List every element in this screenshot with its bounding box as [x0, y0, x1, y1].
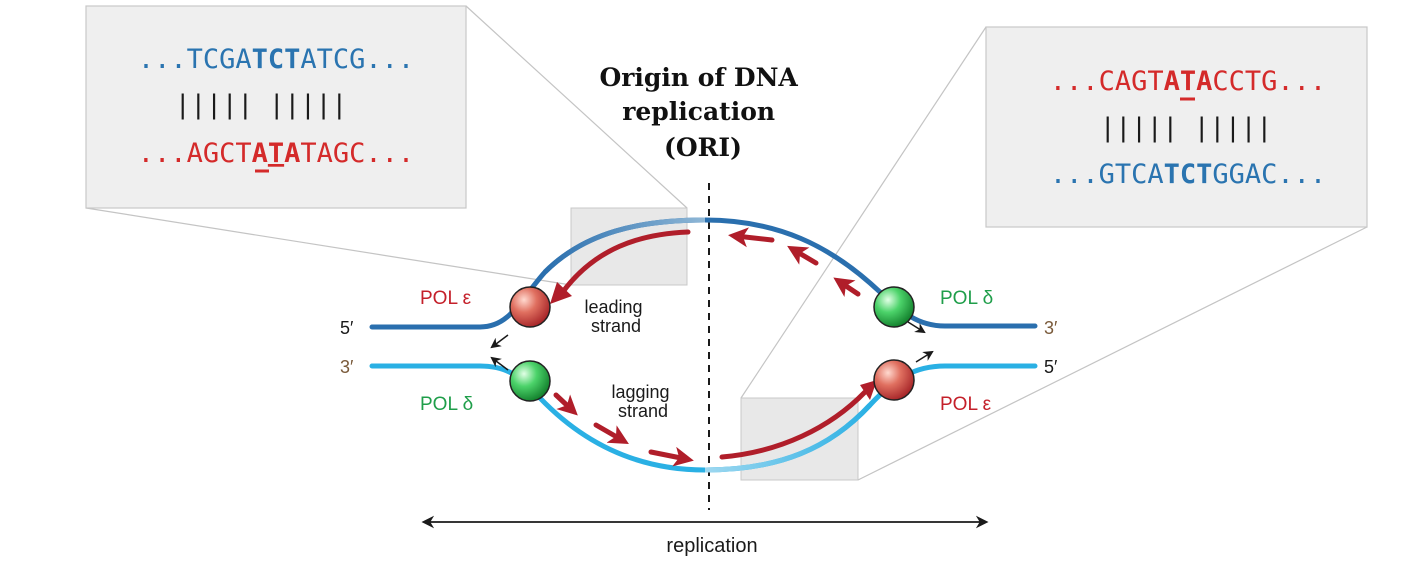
end-label-bottom-right: 5′: [1044, 357, 1058, 377]
leading-strand-label: leading strand: [584, 297, 647, 336]
pol-delta-left-icon: [509, 360, 551, 402]
leading-strand-new-right: [719, 389, 868, 460]
sequence-box-left: [85, 5, 467, 209]
pol-epsilon-left-label: POL ε: [420, 288, 472, 309]
pol-delta-left-label: POL δ: [420, 394, 473, 415]
replication-label: replication: [666, 535, 757, 557]
left-top-sequence: ...TCGATCTATCG...: [138, 44, 414, 75]
pol-delta-right-label: POL δ: [940, 288, 993, 309]
leading-strand-arrowhead-right: [860, 380, 877, 400]
fork-direction-arrows: [490, 321, 934, 371]
okazaki-fragments-left: [553, 392, 694, 467]
leading-strand-new: [559, 229, 691, 296]
right-bottom-sequence: ...GTCATCTGGAC...: [1050, 159, 1326, 190]
okazaki-fragments-right: [728, 227, 861, 297]
pol-delta-right-icon: [873, 286, 915, 328]
top-strand: [369, 217, 1038, 330]
pol-epsilon-right-icon: [873, 359, 915, 401]
zoom-connectors: [85, 5, 1368, 481]
sequence-box-right: [985, 26, 1368, 228]
end-label-top-left: 5′: [340, 318, 354, 338]
left-bottom-sequence: ...AGCTATATAGC...: [138, 138, 414, 169]
left-pair-bars: ||||| |||||: [175, 90, 347, 120]
right-pair-bars: ||||| |||||: [1100, 113, 1272, 143]
pol-epsilon-left-icon: [509, 286, 551, 328]
ori-title: Origin of DNA replication (ORI): [599, 63, 806, 162]
right-top-sequence: ...CAGTATACCTG...: [1050, 66, 1326, 97]
leading-strand-arrowhead: [550, 282, 572, 304]
end-label-bottom-left: 3′: [340, 357, 354, 377]
bottom-strand: [369, 363, 1038, 473]
bottom-strand-fade: [704, 403, 872, 473]
end-label-top-right: 3′: [1044, 318, 1058, 338]
pol-epsilon-right-label: POL ε: [940, 394, 992, 415]
lagging-strand-label: lagging strand: [611, 382, 674, 421]
top-strand-fade: [543, 217, 706, 274]
